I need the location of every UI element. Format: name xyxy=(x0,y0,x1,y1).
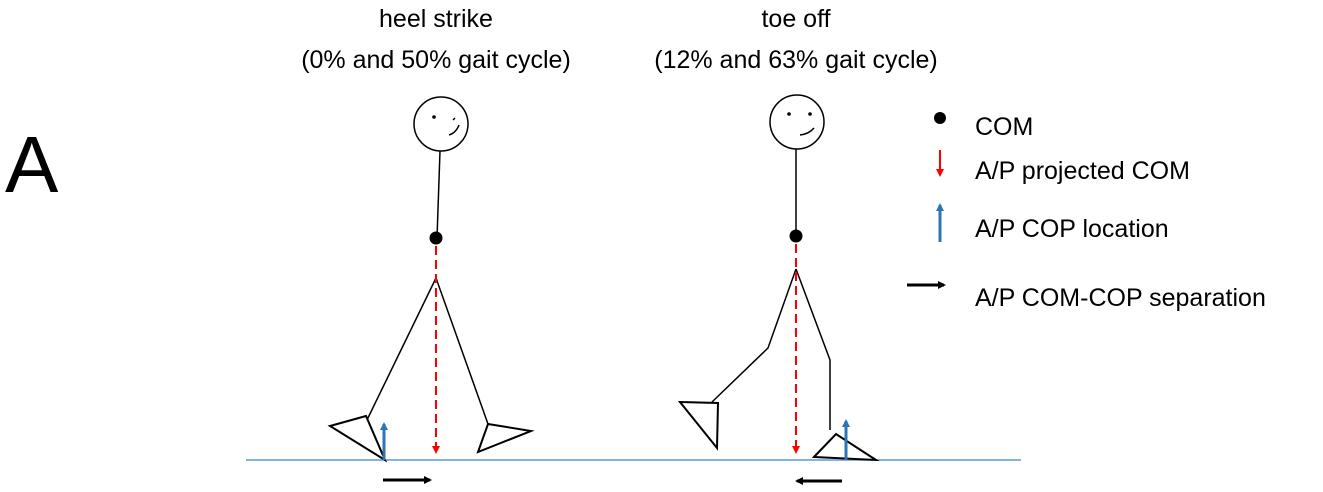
smile-icon xyxy=(448,124,460,136)
leading-leg xyxy=(435,277,489,425)
eye-icon xyxy=(787,112,791,116)
toe-off-figure xyxy=(677,94,880,485)
head-icon xyxy=(413,96,469,152)
trunk xyxy=(436,150,441,239)
legend-com-label: COM xyxy=(975,113,1033,141)
heel-strike-figure xyxy=(327,96,535,484)
smile-icon xyxy=(799,127,815,136)
eye-icon xyxy=(808,112,812,116)
legend-com-dot-icon xyxy=(934,112,946,124)
pose-1-title: heel strike xyxy=(379,5,493,33)
pose-2-subtitle: (12% and 63% gait cycle) xyxy=(654,46,937,74)
trailing-leg xyxy=(365,277,437,423)
leading-foot xyxy=(476,422,535,454)
head-icon xyxy=(769,94,825,150)
legend: COM A/P projected COM A/P COP location A… xyxy=(907,112,1266,312)
com-dot xyxy=(789,229,803,243)
stance-leg xyxy=(795,268,831,430)
legend-separation-label: A/P COM-COP separation xyxy=(975,284,1266,312)
trailing-foot xyxy=(327,414,388,463)
eyebrow-icon xyxy=(452,117,456,121)
eye-icon xyxy=(432,115,436,119)
com-dot xyxy=(429,231,443,245)
swing-foot xyxy=(677,400,720,451)
panel-label: A xyxy=(5,120,59,209)
legend-cop-label: A/P COP location xyxy=(975,215,1169,243)
legend-projected-com-label: A/P projected COM xyxy=(975,157,1190,185)
pose-2-title: toe off xyxy=(761,5,830,33)
swing-leg xyxy=(711,268,797,403)
pose-1-subtitle: (0% and 50% gait cycle) xyxy=(301,46,571,74)
